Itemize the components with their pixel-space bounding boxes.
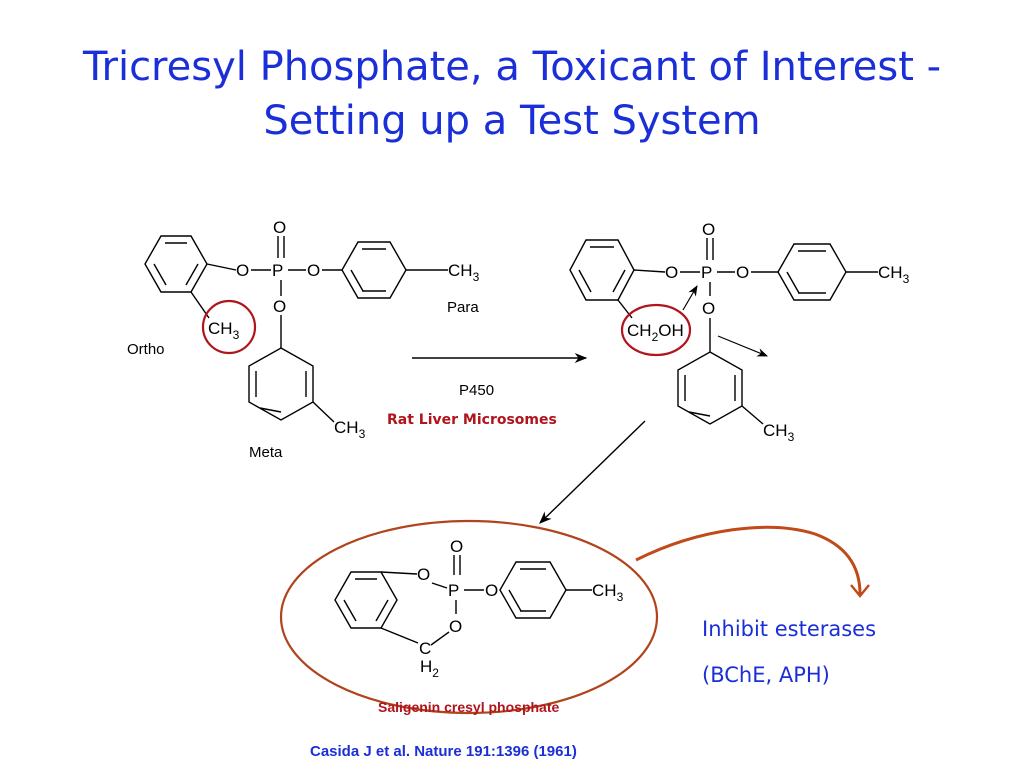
title-line-1: Tricresyl Phosphate, a Toxicant of Inter… — [82, 44, 942, 90]
label-meta: Meta — [249, 444, 283, 461]
mol2-o-bottom: O — [702, 299, 715, 318]
hydroxymethyl-metabolite-structure: O P O O O CH3 CH2OH CH3 — [569, 220, 910, 444]
citation: Casida J et al. Nature 191:1396 (1961) — [310, 743, 577, 760]
tricresyl-phosphate-structure: O P O O O CH3 Para CH3 Ortho CH3 Meta — [127, 218, 480, 461]
mol3-para-ch3: CH3 — [592, 581, 624, 604]
mol1-meta-ch3: CH3 — [334, 418, 366, 441]
product-highlight-ellipse — [279, 519, 659, 715]
mol2-ch2oh: CH2OH — [627, 321, 684, 344]
ortho-methyl-highlight-circle — [201, 299, 257, 355]
saligenin-cresyl-phosphate-structure: O P O O O C H2 CH3 — [334, 537, 624, 680]
label-effect-line-1: Inhibit esterases — [702, 617, 876, 641]
mol1-o-right: O — [307, 261, 320, 280]
mol2-o-top: O — [702, 220, 715, 239]
slide-title: Tricresyl Phosphate, a Toxicant of Inter… — [0, 40, 1024, 148]
mol3-o-ester: O — [485, 581, 498, 600]
mol3-o-top: O — [450, 537, 463, 556]
mol1-ortho-ch3: CH3 — [208, 319, 240, 342]
cyclization-arrow — [539, 420, 646, 524]
label-enzyme: P450 — [459, 382, 494, 399]
mol3-phosphorus: P — [448, 581, 459, 600]
hydroxymethyl-highlight-ellipse — [620, 303, 692, 357]
mol2-para-ch3: CH3 — [878, 263, 910, 286]
mol2-o-left: O — [665, 263, 678, 282]
cyclization-attack-arrow — [682, 285, 698, 311]
label-effect-line-2: (BChE, APH) — [702, 663, 830, 687]
mol1-o-top: O — [273, 218, 286, 237]
label-system: Rat Liver Microsomes — [387, 412, 557, 428]
effect-arrowhead — [850, 584, 870, 598]
mol1-phosphorus: P — [272, 261, 283, 280]
label-para: Para — [447, 299, 479, 316]
mol3-ring-carbon: C — [419, 639, 431, 658]
title-line-2: Setting up a Test System — [263, 98, 761, 144]
mol1-o-bottom: O — [273, 297, 286, 316]
mol3-o-bottom: O — [449, 617, 462, 636]
mol3-o-ring: O — [417, 565, 430, 584]
mol2-meta-ch3: CH3 — [763, 421, 795, 444]
mol3-ring-h2: H2 — [420, 657, 439, 680]
mol1-o-left: O — [236, 261, 249, 280]
effect-curved-arrow — [635, 525, 862, 595]
label-product-name: Saligenin cresyl phosphate — [378, 699, 559, 715]
label-ortho: Ortho — [127, 341, 165, 358]
mol2-o-right: O — [736, 263, 749, 282]
mol1-para-ch3: CH3 — [448, 261, 480, 284]
mol2-phosphorus: P — [701, 263, 712, 282]
leaving-group-arrow — [717, 335, 768, 357]
